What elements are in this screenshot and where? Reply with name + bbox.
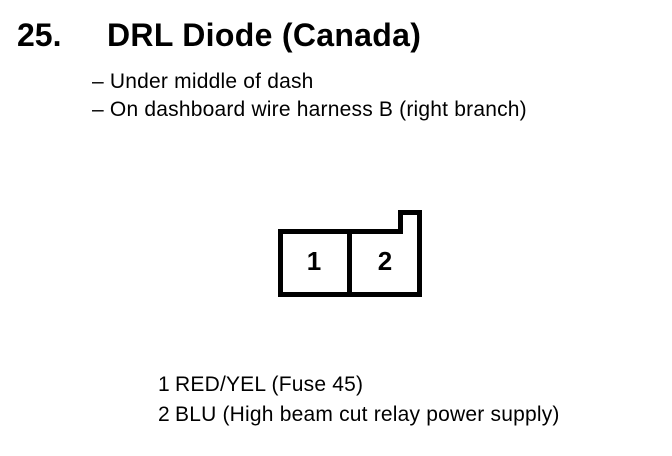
cavity-1-label: 1 bbox=[307, 246, 321, 276]
item-number: 25. bbox=[17, 17, 62, 53]
pin-row-1: 1 RED/YEL (Fuse 45) bbox=[158, 370, 560, 400]
location-note-2: – On dashboard wire harness B (right bra… bbox=[92, 98, 527, 121]
connector-diagram: 1 2 bbox=[278, 210, 422, 297]
pin-row-2: 2 BLU (High beam cut relay power supply) bbox=[158, 400, 560, 430]
cavity-2-label: 2 bbox=[378, 246, 392, 276]
pin-number: 1 bbox=[158, 373, 170, 396]
pin-description: BLU (High beam cut relay power supply) bbox=[175, 403, 560, 426]
page-title: DRL Diode (Canada) bbox=[107, 17, 422, 53]
location-notes: – Under middle of dash – On dashboard wi… bbox=[92, 68, 527, 124]
pin-number: 2 bbox=[158, 403, 170, 426]
pin-description: RED/YEL (Fuse 45) bbox=[175, 373, 364, 396]
connector-outline-shape bbox=[278, 210, 422, 297]
pin-list: 1 RED/YEL (Fuse 45) 2 BLU (High beam cut… bbox=[158, 370, 560, 430]
location-note-1: – Under middle of dash bbox=[92, 70, 314, 93]
